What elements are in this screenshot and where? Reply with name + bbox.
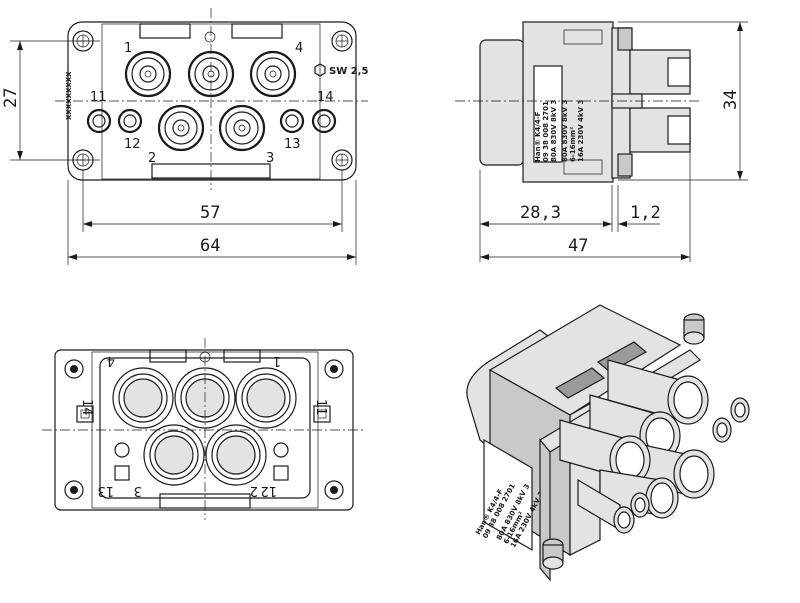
rear-label-14: 14	[79, 399, 94, 416]
rear-contact-2	[205, 424, 267, 486]
front-label-wrench: SW 2,5	[329, 66, 368, 77]
corner-screw-br	[331, 149, 353, 171]
latch-slot-top-right	[231, 23, 283, 39]
side-label-text: Han® K4/4-F 09 38 008 2701 80A 830V 8kV …	[534, 100, 558, 162]
rear-label-4: 4	[107, 353, 115, 368]
corner-screw-tr	[331, 30, 353, 52]
contact-large-3	[218, 104, 266, 152]
iso-tube-4	[559, 419, 651, 485]
rear-label-3: 3	[134, 483, 142, 498]
front-label-4: 4	[295, 41, 303, 56]
front-label-11: 11	[90, 90, 107, 105]
iso-small-tube-3	[577, 478, 635, 534]
svg-text:16A 230V 4kV 3: 16A 230V 4kV 3	[577, 100, 585, 162]
ground-symbol-icon	[204, 31, 216, 43]
side-rating-text: 80A 830V 8kV 3 6-16mm² 16A 230V 4kV 3	[561, 100, 585, 162]
rear-contact-4	[112, 367, 174, 429]
contact-small-12	[117, 108, 143, 134]
contact-small-14	[311, 108, 337, 134]
contact-small-13	[279, 108, 305, 134]
iso-screw-top	[683, 313, 705, 345]
contact-large-2b	[157, 104, 205, 152]
front-label-3: 3	[266, 151, 274, 166]
dim-side-34: 34	[721, 90, 741, 110]
hex-wrench-icon	[314, 63, 326, 77]
latch-slot-top-left	[139, 23, 191, 39]
dim-width-64: 64	[200, 236, 220, 256]
front-label-13: 13	[284, 137, 301, 152]
side-top-slot	[563, 29, 603, 45]
iso-latch-window-1	[554, 367, 606, 399]
front-label-14: 14	[317, 90, 334, 105]
side-rear-tube-lower-cap	[667, 115, 691, 145]
rear-small-11	[313, 405, 331, 423]
side-screw-bottom	[617, 153, 633, 177]
side-label-plate	[533, 65, 563, 163]
side-front-shell	[479, 39, 525, 166]
isometric-view: Han® K4/4-F 09 38 008 2701 80A 830V 8kV …	[466, 304, 750, 582]
contact-large-4	[249, 50, 297, 98]
rear-label-13: 13	[97, 483, 114, 498]
rear-slot-top-right	[223, 349, 261, 363]
dim-side-47: 47	[568, 236, 588, 256]
iso-small-tube-2	[712, 417, 732, 443]
dim-width-57: 57	[200, 203, 220, 223]
contact-small-11	[86, 108, 112, 134]
front-label-1: 1	[124, 41, 132, 56]
rear-contact-3	[143, 424, 205, 486]
side-screw-top	[617, 27, 633, 51]
rear-slot-top-left	[149, 349, 187, 363]
rear-screw-tl	[64, 359, 84, 379]
front-view: XXXXXXXXX 1 4 2 3 11 12 13 14 SW 2,5	[55, 8, 368, 190]
rear-screw-tr	[324, 359, 344, 379]
front-dimensions: 27 57 64	[1, 40, 357, 265]
iso-small-tube-4	[630, 492, 650, 518]
svg-text:Han® K4/4-F: Han® K4/4-F	[534, 111, 542, 162]
rear-view: 4 1 3 2 14 11 13 12	[42, 338, 366, 520]
rear-label-2: 2	[250, 483, 258, 498]
front-label-12: 12	[124, 137, 141, 152]
rear-screw-bl	[64, 480, 84, 500]
svg-text:6-16mm²: 6-16mm²	[569, 127, 577, 162]
rear-screw-br	[324, 480, 344, 500]
dim-height-27: 27	[1, 88, 21, 108]
front-label-2: 2	[148, 151, 156, 166]
dim-side-1-2: 1,2	[630, 203, 661, 223]
rear-small-12	[273, 442, 289, 481]
side-bottom-slot	[563, 159, 603, 175]
rear-small-13	[114, 442, 130, 481]
rear-label-1: 1	[273, 353, 281, 368]
svg-text:80A 830V 8kV 3: 80A 830V 8kV 3	[561, 100, 569, 162]
rear-label-11: 11	[313, 399, 328, 416]
contact-large-1	[124, 50, 172, 98]
rear-contact-1	[235, 367, 297, 429]
rear-small-14	[76, 405, 94, 423]
front-side-marking: XXXXXXXXX	[65, 71, 73, 120]
side-view: Han® K4/4-F 09 38 008 2701 80A 830V 8kV …	[455, 21, 700, 183]
side-rear-tube-upper-cap	[667, 57, 691, 87]
iso-label-plate	[483, 438, 533, 552]
svg-text:80A 830V 8kV 3: 80A 830V 8kV 3	[550, 100, 558, 162]
svg-text:09 38 008 2701: 09 38 008 2701	[542, 101, 550, 162]
iso-screw-bottom	[542, 538, 564, 570]
iso-small-tube-1	[730, 397, 750, 423]
side-dimensions: 28,3 1,2 47 34	[479, 21, 748, 262]
rear-label-12: 12	[260, 483, 277, 498]
dim-side-28-3: 28,3	[520, 203, 561, 223]
